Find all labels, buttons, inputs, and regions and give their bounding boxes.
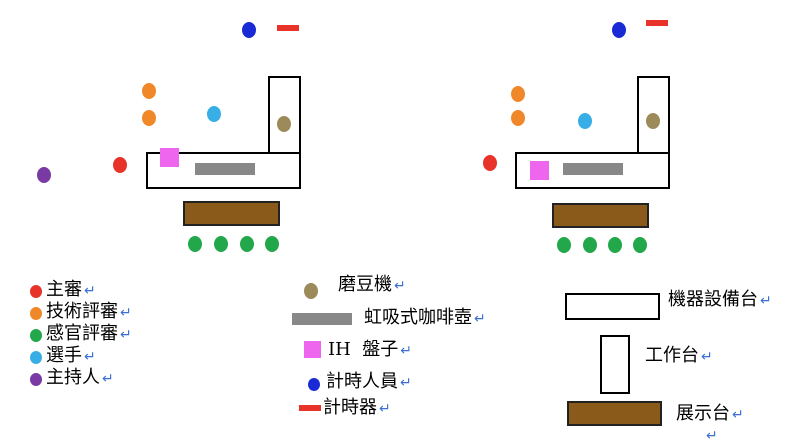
judge-sensory-marker — [265, 236, 279, 252]
timer-marker — [646, 20, 668, 26]
legend-timekeeper: 計時人員↵ — [326, 372, 412, 393]
legend-work-table: 工作台↵ — [645, 346, 713, 367]
return-mark: ↵ — [706, 428, 718, 444]
legend-judge-sensory: 感官評審↵ — [46, 324, 132, 345]
legend-label: 機器設備台 — [668, 289, 758, 310]
return-mark: ↵ — [474, 311, 486, 327]
display-table — [183, 201, 280, 226]
legend-timer: 計時器↵ — [323, 398, 391, 419]
return-mark: ↵ — [400, 343, 412, 359]
judge-tech-marker — [511, 110, 525, 126]
legend-label: 選手 — [46, 345, 82, 366]
display-table — [552, 203, 649, 228]
legend-label: 感官評審 — [46, 323, 118, 344]
timer-marker — [277, 25, 299, 31]
contestant-marker — [207, 106, 221, 122]
return-mark: ↵ — [102, 371, 114, 387]
plate-marker — [160, 148, 179, 167]
plate-marker — [530, 161, 549, 180]
timekeeper-marker — [612, 22, 626, 38]
judge-sensory-marker — [240, 236, 254, 252]
judge-tech-marker — [511, 86, 525, 102]
legend-display-table-swatch — [567, 401, 662, 426]
host-marker — [37, 167, 51, 183]
return-mark: ↵ — [120, 327, 132, 343]
legend-timer-swatch — [299, 405, 321, 411]
legend-host: 主持人↵ — [46, 368, 114, 389]
legend-label: 計時人員 — [326, 371, 398, 392]
judge-tech-marker — [142, 83, 156, 99]
legend-plate: IH 盤子↵ — [328, 340, 412, 361]
return-mark: ↵ — [760, 293, 772, 309]
legend-grinder-swatch — [304, 283, 318, 299]
legend-timekeeper-swatch — [308, 378, 320, 391]
return-mark: ↵ — [394, 278, 406, 294]
legend-contestant-swatch — [30, 351, 42, 364]
legend-label: 計時器 — [323, 397, 377, 418]
legend-grinder: 磨豆機↵ — [338, 275, 406, 296]
judge-main-marker — [113, 157, 127, 173]
legend-label: 展示台 — [676, 403, 730, 424]
judge-sensory-marker — [633, 237, 647, 253]
judge-sensory-marker — [583, 237, 597, 253]
legend-label: 主持人 — [46, 367, 100, 388]
judge-sensory-marker — [557, 237, 571, 253]
contestant-marker — [578, 113, 592, 129]
legend-label: 虹吸式咖啡壺 — [364, 307, 472, 328]
legend-equipment-table: 機器設備台↵ — [668, 290, 772, 311]
return-mark: ↵ — [379, 401, 391, 417]
legend-judge-tech-swatch — [30, 307, 42, 320]
grinder-marker — [646, 113, 660, 129]
return-mark: ↵ — [84, 349, 96, 365]
legend-label: IH 盤子 — [328, 339, 399, 360]
legend-plate-swatch — [304, 341, 321, 358]
legend-label: 主審 — [46, 279, 82, 300]
grinder-marker — [277, 116, 291, 132]
return-mark: ↵ — [120, 305, 132, 321]
judge-sensory-marker — [608, 237, 622, 253]
legend-host-swatch — [30, 373, 42, 386]
judge-tech-marker — [142, 110, 156, 126]
legend-siphon-swatch — [292, 313, 352, 325]
legend-judge-sensory-swatch — [30, 329, 42, 342]
return-mark: ↵ — [400, 375, 412, 391]
legend-display-table: 展示台↵ — [676, 404, 744, 425]
judge-sensory-marker — [188, 236, 202, 252]
judge-sensory-marker — [214, 236, 228, 252]
return-mark: ↵ — [732, 407, 744, 423]
legend-label: 工作台 — [645, 345, 699, 366]
legend-judge-tech: 技術評審↵ — [46, 302, 132, 323]
legend-judge-main: 主審↵ — [46, 280, 96, 301]
legend-equipment-table-swatch — [565, 293, 660, 320]
timekeeper-marker — [242, 22, 256, 38]
legend-label: 磨豆機 — [338, 274, 392, 295]
return-mark: ↵ — [701, 349, 713, 365]
equipment-table-vertical — [268, 76, 301, 155]
judge-main-marker — [483, 155, 497, 171]
legend-siphon: 虹吸式咖啡壺↵ — [364, 308, 486, 329]
siphon-marker — [195, 163, 255, 175]
legend-label: 技術評審 — [46, 301, 118, 322]
siphon-marker — [563, 163, 623, 175]
return-mark: ↵ — [84, 283, 96, 299]
legend-work-table-swatch — [600, 335, 630, 394]
legend-contestant: 選手↵ — [46, 346, 96, 367]
legend-judge-main-swatch — [30, 285, 42, 298]
